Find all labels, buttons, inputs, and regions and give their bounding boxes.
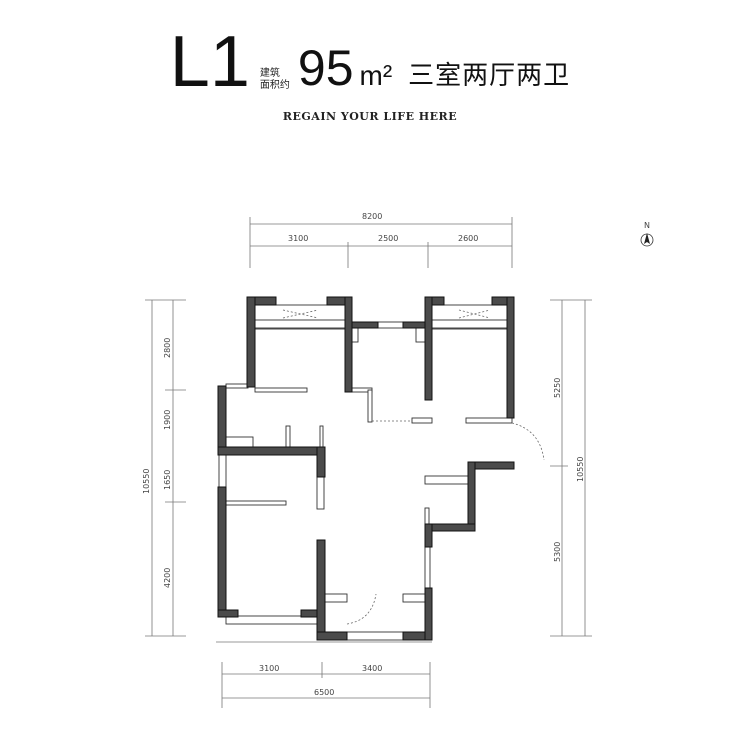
dim-top-total: 8200: [362, 212, 382, 221]
unit-code: L1: [169, 22, 250, 102]
dim-left-total: 10550: [142, 469, 151, 494]
dim-bottom-2: 3400: [362, 664, 382, 673]
dim-top-2: 2500: [378, 234, 398, 243]
area-unit: m²: [359, 60, 393, 91]
dim-left-1: 2800: [163, 338, 172, 358]
slogan: REGAIN YOUR LIFE HERE: [282, 110, 458, 123]
dim-left-3: 1650: [163, 470, 172, 490]
layout-type: 三室两厅两卫: [408, 61, 571, 91]
plan-header: L1 建筑 面积约 95 m² 三室两厅两卫 REGAIN YOUR LIFE …: [0, 0, 740, 140]
dim-right-total: 10550: [576, 457, 585, 482]
dim-top-1: 3100: [288, 234, 308, 243]
right-dimension: 5250 5300 10550: [550, 299, 592, 637]
top-dimension: 8200 3100 2500 2600: [249, 212, 513, 268]
area-label-line2: 面积约: [259, 80, 290, 91]
area-label-line1: 建筑: [259, 68, 280, 79]
windows-and-fixtures: [216, 304, 545, 643]
area-label: 建筑 面积约: [260, 68, 290, 92]
dim-left-4: 4200: [163, 568, 172, 588]
bottom-dimension: 3100 3400 6500: [221, 662, 431, 708]
dim-right-1: 5250: [553, 378, 562, 398]
dim-top-3: 2600: [458, 234, 478, 243]
dim-bottom-total: 6500: [314, 688, 334, 697]
walls: [217, 296, 515, 641]
title-row: L1 建筑 面积约 95 m² 三室两厅两卫: [0, 22, 740, 102]
area-value: 95: [297, 40, 354, 96]
compass-label: N: [644, 221, 650, 230]
dim-left-2: 1900: [163, 410, 172, 430]
left-dimension: 2800 1900 1650 4200 10550: [142, 299, 186, 637]
dim-bottom-1: 3100: [259, 664, 279, 673]
dim-right-2: 5300: [553, 542, 562, 562]
north-arrow-icon: N: [640, 221, 654, 247]
